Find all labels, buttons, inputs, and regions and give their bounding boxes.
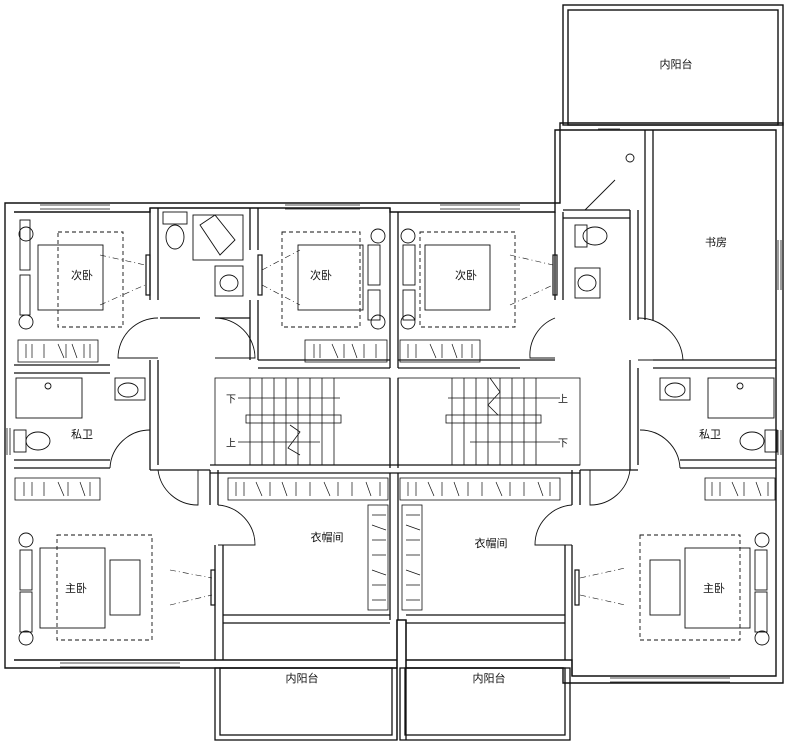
stairs xyxy=(214,377,581,466)
label-closet-right: 衣帽间 xyxy=(474,537,508,550)
door-swing xyxy=(589,469,631,506)
stair-down-left: 下 xyxy=(226,394,236,406)
bath-fixtures xyxy=(13,153,778,453)
door-swing xyxy=(157,469,199,506)
stair-up-left: 上 xyxy=(226,438,236,450)
balcony-bottom-right-inner xyxy=(404,667,566,736)
partition-windows xyxy=(145,254,580,606)
balcony-bottom-left-inner xyxy=(219,667,393,736)
label-bath-left: 私卫 xyxy=(71,428,93,441)
label-balcony-top: 内阳台 xyxy=(659,58,693,71)
outer-walls xyxy=(4,4,784,684)
door-swing xyxy=(637,317,684,361)
label-closet-left: 衣帽间 xyxy=(310,531,344,544)
door-swing xyxy=(117,317,159,359)
label-bedroom2-c: 次卧 xyxy=(455,269,477,282)
interior-walls xyxy=(14,130,776,676)
windows xyxy=(6,124,782,683)
hangers xyxy=(23,343,769,601)
label-bedroom2-a: 次卧 xyxy=(71,269,93,282)
label-master-right: 主卧 xyxy=(703,582,725,595)
door-swing xyxy=(529,317,556,359)
stair-up-right: 上 xyxy=(558,394,568,406)
door-swing xyxy=(109,429,151,469)
view-lines xyxy=(99,249,626,606)
door-swing xyxy=(214,317,256,359)
label-study: 书房 xyxy=(705,236,727,249)
label-balcony-bottom-right: 内阳台 xyxy=(472,672,506,685)
bottom-balconies xyxy=(214,620,571,741)
label-bath-right: 私卫 xyxy=(699,428,721,441)
outer-wall-line-inner xyxy=(14,129,777,677)
stair-down-right: 下 xyxy=(558,438,568,450)
doors xyxy=(109,317,684,546)
label-balcony-bottom-left: 内阳台 xyxy=(285,672,319,685)
outer-wall-line xyxy=(4,122,784,684)
door-swing xyxy=(534,504,573,546)
door-swing xyxy=(217,504,256,546)
door-swing xyxy=(639,429,681,469)
label-bedroom2-b: 次卧 xyxy=(310,269,332,282)
beds xyxy=(18,219,770,646)
wardrobes xyxy=(14,339,776,611)
label-master-left: 主卧 xyxy=(65,582,87,595)
balcony-top-inner xyxy=(567,9,779,126)
